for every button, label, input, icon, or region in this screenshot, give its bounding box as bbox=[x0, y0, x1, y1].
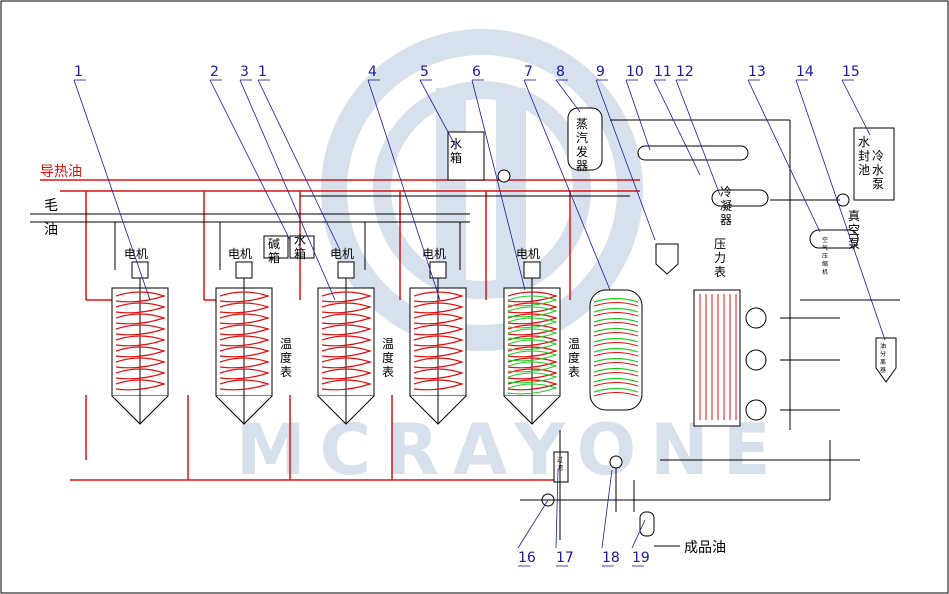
air-compressor-label: 空气压缩机 bbox=[822, 236, 828, 276]
heat-oil-lines bbox=[40, 179, 640, 481]
callout-14: 13 bbox=[748, 64, 766, 80]
callout-10: 9 bbox=[596, 64, 605, 80]
alkali-label: 碱箱 bbox=[268, 237, 280, 265]
callout-leader-18 bbox=[555, 469, 559, 549]
callout-15: 14 bbox=[796, 64, 814, 80]
tank-5-motor-label: 电机 bbox=[516, 247, 540, 261]
tank-4-motor-label: 电机 bbox=[422, 247, 446, 261]
watermark-logo: MCRAYONE bbox=[236, 29, 785, 491]
callout-leader-11 bbox=[625, 79, 651, 151]
condenser-group bbox=[553, 127, 897, 537]
callout-leader-2 bbox=[209, 79, 291, 241]
condenser-tubes bbox=[699, 294, 737, 420]
vacuum-pump-label: 真空泵 bbox=[848, 209, 860, 251]
tanks-group: 电机电机温度表电机温度表电机电机温度表 bbox=[111, 247, 643, 425]
callout-17: 16 bbox=[518, 550, 536, 566]
callout-20: 19 bbox=[632, 550, 650, 566]
callout-leader-14 bbox=[747, 79, 821, 233]
callout-3: 3 bbox=[240, 64, 249, 80]
condenser-label: 冷凝器 bbox=[720, 185, 732, 227]
tank-5-temp-label: 温度表 bbox=[568, 337, 580, 379]
callout-5: 4 bbox=[368, 64, 377, 80]
tank-1-motor-label: 电机 bbox=[124, 247, 148, 261]
callout-leader-9 bbox=[555, 79, 581, 113]
callout-1: 1 bbox=[74, 64, 83, 80]
tank-4: 电机 bbox=[409, 247, 467, 425]
heat-oil-label: 导热油 bbox=[40, 164, 82, 180]
callout-leader-16 bbox=[841, 79, 871, 136]
cold-water-pump-label: 冷水泵 bbox=[872, 149, 884, 191]
alkali-water-boxes bbox=[263, 235, 315, 259]
callout-leader-12 bbox=[653, 79, 701, 176]
callout-leader-13 bbox=[675, 79, 721, 196]
callout-leader-8 bbox=[523, 79, 611, 291]
product-oil-label: 成品油 bbox=[684, 540, 726, 556]
callout-leader-6 bbox=[419, 79, 456, 146]
deodorizer-tank bbox=[589, 289, 643, 411]
callout-18: 17 bbox=[556, 550, 574, 566]
pressure-gauge-label: 压力表 bbox=[714, 237, 726, 279]
callout-leader-10 bbox=[595, 79, 656, 241]
crude-oil-label-1: 毛 bbox=[44, 198, 58, 214]
callout-2: 2 bbox=[210, 64, 219, 80]
steam-generator bbox=[447, 107, 603, 181]
callout-9: 8 bbox=[556, 64, 565, 80]
tank-2-motor-label: 电机 bbox=[228, 247, 252, 261]
water-seal-label: 水封池 bbox=[858, 135, 870, 177]
callout-7: 6 bbox=[472, 64, 481, 80]
crude-oil-label-2: 油 bbox=[44, 222, 58, 238]
separator-label: 油分离器 bbox=[880, 342, 886, 374]
tank-1: 电机 bbox=[111, 247, 169, 425]
callout-leader-3 bbox=[239, 79, 336, 301]
right-pipes bbox=[520, 119, 900, 547]
callout-8: 7 bbox=[524, 64, 533, 80]
steam-gen-label: 蒸汽发器 bbox=[576, 117, 588, 173]
watermark-text: MCRAYONE bbox=[236, 409, 785, 491]
tank-3-motor-label: 电机 bbox=[330, 247, 354, 261]
water-tank-label: 水箱 bbox=[450, 137, 462, 165]
callout-11: 10 bbox=[626, 64, 644, 80]
callout-leader-17 bbox=[517, 499, 549, 549]
callout-leader-4 bbox=[257, 79, 341, 251]
callout-16: 15 bbox=[842, 64, 860, 80]
callout-leader-7 bbox=[471, 79, 526, 291]
callout-leader-19 bbox=[601, 469, 613, 549]
callout-leader-5 bbox=[367, 79, 441, 301]
callout-13: 12 bbox=[676, 64, 694, 80]
callout-6: 5 bbox=[420, 64, 429, 80]
callout-12: 11 bbox=[654, 64, 672, 80]
callout-leader-15 bbox=[795, 79, 886, 341]
callout-leader-1 bbox=[73, 79, 151, 301]
water-box-label: 水箱 bbox=[294, 233, 306, 261]
crude-oil-lines bbox=[30, 195, 630, 270]
pumps bbox=[497, 169, 850, 507]
callout-4: 1 bbox=[258, 64, 267, 80]
tank-3-temp-label: 温度表 bbox=[382, 337, 394, 379]
tank-2-temp-label: 温度表 bbox=[280, 337, 292, 379]
callout-leader-20 bbox=[631, 519, 646, 549]
callout-19: 18 bbox=[602, 550, 620, 566]
